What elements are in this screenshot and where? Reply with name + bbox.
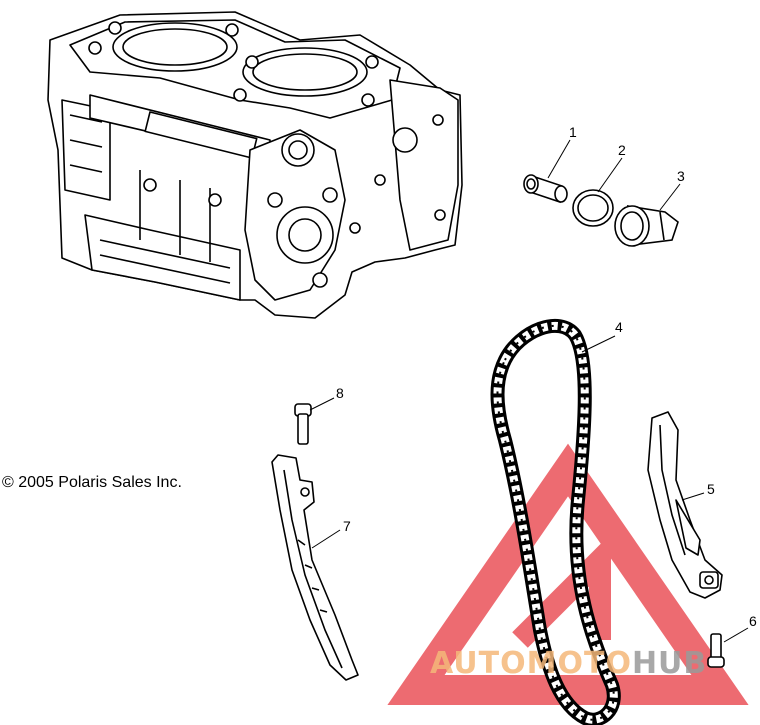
watermark-hub: HUB [632,646,707,681]
callout-7: 7 [343,518,351,534]
callout-3: 3 [677,168,685,184]
callout-8: 8 [336,385,344,401]
leader-2 [598,158,622,192]
cam-chain-part [498,326,614,720]
engine-block [48,12,462,318]
leader-1 [548,140,570,178]
callout-2: 2 [618,142,626,158]
bolt-long-part [295,404,311,444]
dowel-sleeve-part [524,175,567,202]
callout-4: 4 [615,319,623,335]
callout-6: 6 [749,613,757,629]
watermark-auto: AUTO [430,646,527,681]
watermark-moto: MOTO [527,646,632,681]
leader-6 [724,628,748,642]
leader-4 [582,336,615,352]
leader-7 [312,530,340,548]
callout-labels: 1 2 3 4 5 6 7 8 [336,124,757,629]
callout-leaders [310,140,748,642]
copyright-notice: © 2005 Polaris Sales Inc. [2,474,182,491]
callout-5: 5 [707,481,715,497]
svg-text:AUTOMOTOHUB: AUTOMOTOHUB [430,646,707,681]
chain-guide-part [272,455,358,680]
watermark-wordmark: AUTOMOTOHUB [430,646,707,681]
tensioner-blade-part [648,412,722,598]
callout-1: 1 [569,124,577,140]
o-ring-part [573,190,613,226]
leader-3 [660,184,680,210]
leader-5 [682,493,704,500]
leader-8 [310,398,334,410]
cap-part [615,206,678,246]
bolt-short-part [708,634,724,667]
watermark-logo [416,470,720,690]
